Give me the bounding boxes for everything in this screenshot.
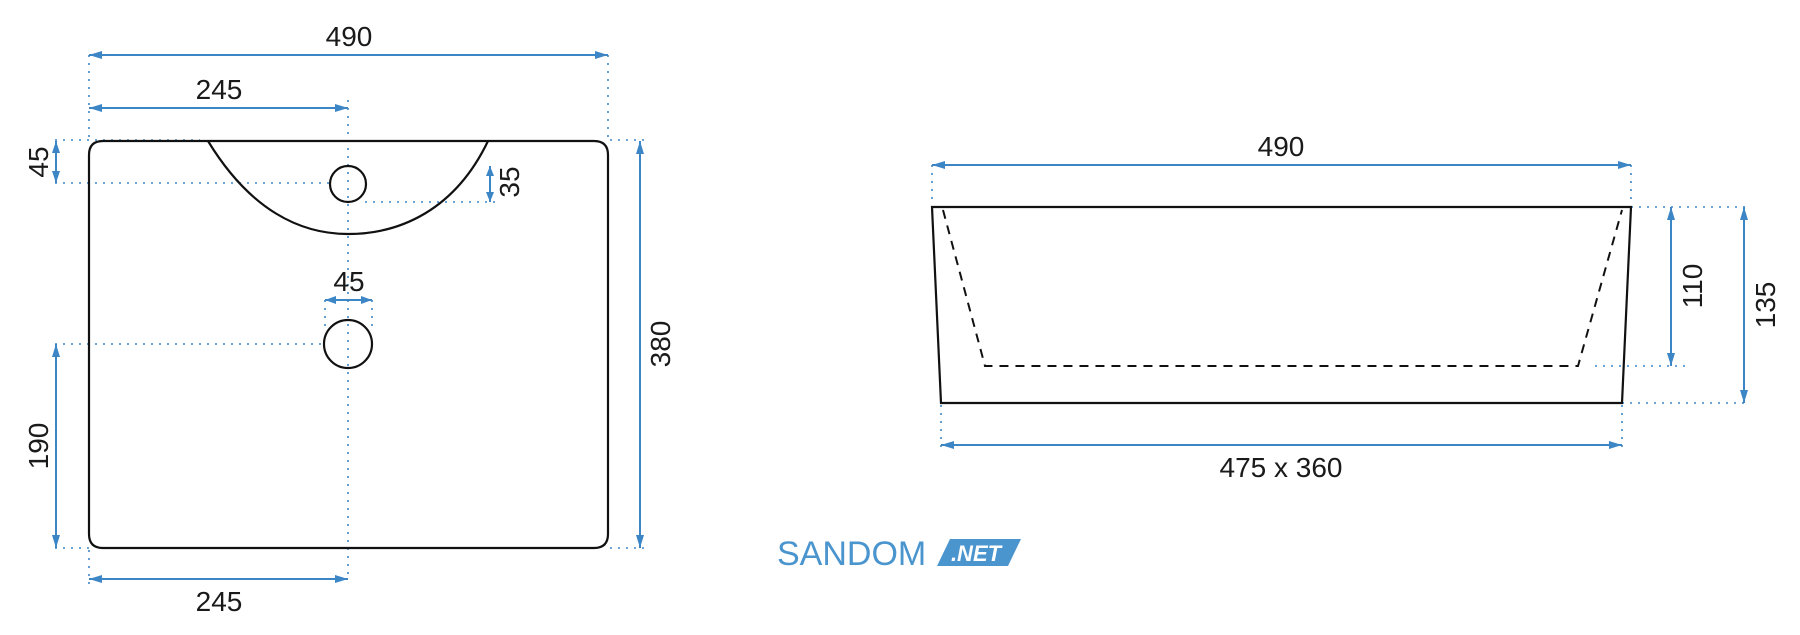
side-view-dimension-lines [932,164,1745,446]
dim-overall-height: 135 [1750,282,1781,329]
dim-bowl-depth: 110 [1677,264,1708,309]
brand-badge [937,539,1021,566]
side-view-extension-lines [931,165,1750,448]
brand-suffix: .NET [951,541,1003,566]
top-view-arrowheads [52,51,644,583]
dim-overflow-from-top: 45 [23,146,54,177]
top-view: 490 245 45 35 45 190 380 245 [23,21,676,617]
basin-side-outline [930,205,1633,405]
inner-bowl-hidden-line [942,209,1623,367]
dim-overall-depth: 380 [645,321,676,368]
dim-tap-offset-top: 245 [196,74,243,105]
dim-bottom-size: 475 x 360 [1220,452,1343,483]
drain-hole [322,318,374,370]
dim-overflow-height: 35 [494,166,525,197]
brand-logo: SANDOM .NET [777,535,1021,573]
dim-side-top-width: 490 [1258,131,1305,162]
basin-outline [87,139,610,550]
brand-name: SANDOM [777,535,926,573]
side-view-arrowheads [932,161,1748,449]
dim-overall-width: 490 [326,21,373,52]
dim-drain-height: 190 [23,423,54,470]
dim-drain-diameter: 45 [333,266,364,297]
bowl-curve [207,140,489,236]
overflow-hole [328,164,368,204]
dim-tap-offset-bottom: 245 [196,586,243,617]
side-view: 490 110 135 475 x 360 [930,131,1781,483]
